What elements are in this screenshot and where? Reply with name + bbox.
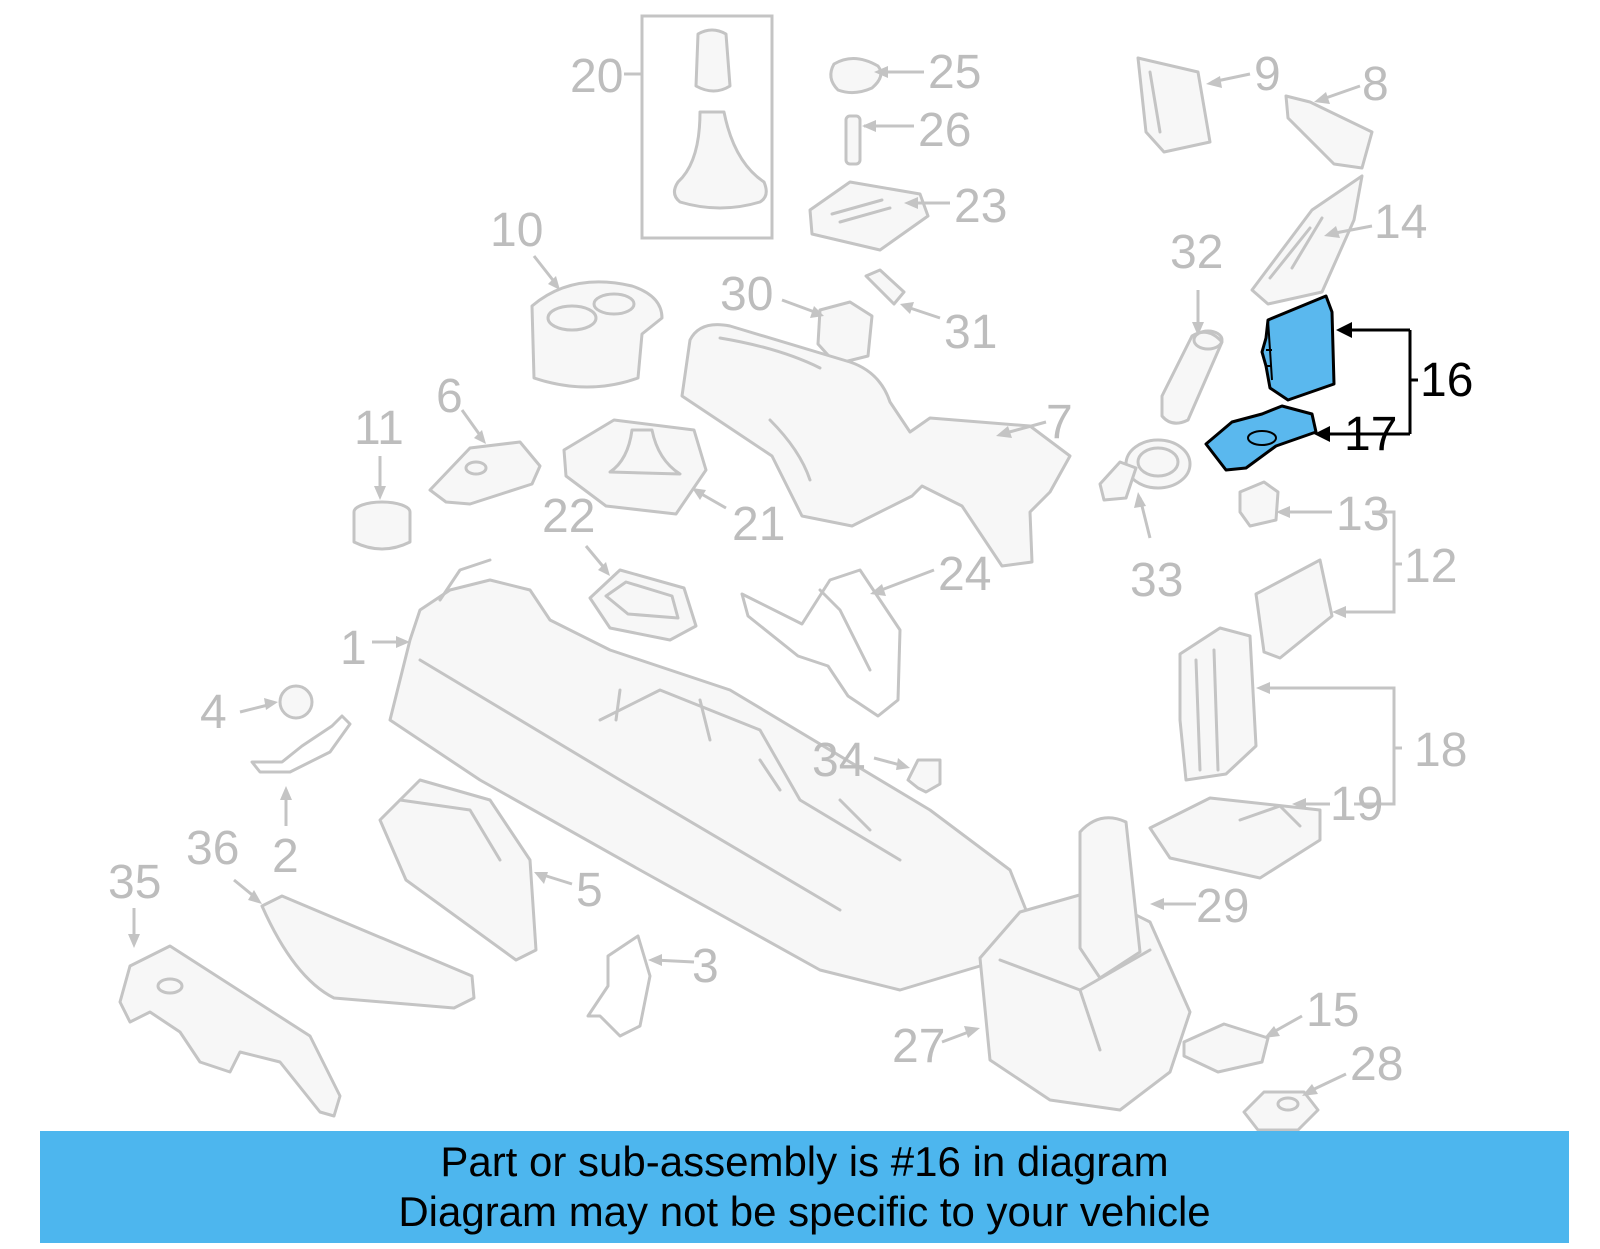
part-4-cap bbox=[239, 684, 314, 720]
part-5-side-cover bbox=[378, 778, 573, 962]
part-15-pad bbox=[1182, 1014, 1303, 1074]
callout-32: 32 bbox=[1170, 226, 1223, 279]
callout-33: 33 bbox=[1130, 554, 1183, 607]
part-19-tray bbox=[1148, 796, 1330, 880]
callout-2: 2 bbox=[272, 830, 299, 883]
part-3-bracket bbox=[586, 934, 695, 1038]
part-2-bracket bbox=[250, 714, 352, 826]
part-12-panel bbox=[1254, 510, 1402, 660]
part-14-side-panel bbox=[1250, 174, 1373, 306]
part-8-trim bbox=[1284, 84, 1374, 170]
part-6-bracket bbox=[428, 409, 542, 506]
callout-11: 11 bbox=[354, 402, 404, 455]
callout-25: 25 bbox=[928, 46, 981, 99]
callout-5: 5 bbox=[576, 864, 603, 917]
callout-29: 29 bbox=[1196, 880, 1249, 933]
callout-1: 1 bbox=[340, 622, 367, 675]
callout-7: 7 bbox=[1046, 396, 1073, 449]
callout-22: 22 bbox=[542, 490, 595, 543]
callout-23: 23 bbox=[954, 180, 1007, 233]
callout-6: 6 bbox=[436, 370, 463, 423]
part-22-frame bbox=[584, 545, 698, 642]
callout-9: 9 bbox=[1254, 48, 1281, 101]
callout-20: 20 bbox=[570, 50, 623, 103]
part-32-socket bbox=[1160, 290, 1224, 425]
callout-14: 14 bbox=[1374, 196, 1427, 249]
part-36-trim-strip bbox=[233, 878, 476, 1010]
callout-10: 10 bbox=[490, 204, 543, 257]
callout-8: 8 bbox=[1362, 58, 1389, 111]
part-30-switch bbox=[781, 298, 874, 366]
part-1-console-base bbox=[372, 558, 1032, 992]
callout-12: 12 bbox=[1404, 540, 1457, 593]
part-10-cupholder bbox=[530, 255, 664, 389]
part-33-ring bbox=[1098, 438, 1192, 539]
info-banner: Part or sub-assembly is #16 in diagram D… bbox=[40, 1131, 1569, 1243]
callout-28: 28 bbox=[1350, 1038, 1403, 1091]
part-21-boot-frame bbox=[562, 418, 727, 516]
banner-line-2: Diagram may not be specific to your vehi… bbox=[398, 1188, 1211, 1235]
callout-26: 26 bbox=[918, 104, 971, 157]
part-16-storage-bin bbox=[1260, 294, 1410, 402]
callout-35: 35 bbox=[108, 856, 161, 909]
callout-34: 34 bbox=[812, 734, 865, 787]
part-25-shift-knob bbox=[829, 57, 924, 95]
bracket-16-17 bbox=[1380, 330, 1418, 436]
callout-15: 15 bbox=[1306, 984, 1359, 1037]
part-26-shift-rod bbox=[844, 114, 914, 166]
part-28-clip bbox=[1242, 1072, 1347, 1132]
part-20-shift-boot bbox=[624, 14, 774, 240]
part-29-lid bbox=[1078, 816, 1196, 980]
callout-4: 4 bbox=[200, 686, 227, 739]
callout-31: 31 bbox=[944, 306, 997, 359]
part-31-clip bbox=[864, 268, 941, 320]
part-13-clip bbox=[1238, 480, 1332, 528]
callout-24: 24 bbox=[938, 548, 991, 601]
part-24-brace bbox=[740, 568, 935, 718]
callout-27: 27 bbox=[892, 1020, 945, 1073]
banner-line-1: Part or sub-assembly is #16 in diagram bbox=[440, 1138, 1169, 1185]
part-9-cover bbox=[1136, 56, 1251, 154]
callout-17: 17 bbox=[1344, 408, 1397, 461]
callout-30: 30 bbox=[720, 268, 773, 321]
part-7-console-upper bbox=[680, 323, 1072, 568]
callout-19: 19 bbox=[1330, 778, 1383, 831]
part-35-rail bbox=[118, 908, 342, 1118]
callout-36: 36 bbox=[186, 822, 239, 875]
callout-13: 13 bbox=[1336, 488, 1389, 541]
part-17-bin-liner bbox=[1204, 404, 1380, 472]
callout-18: 18 bbox=[1414, 724, 1467, 777]
part-18-armrest-panel bbox=[1178, 626, 1402, 806]
callout-3: 3 bbox=[692, 940, 719, 993]
part-11-bushing bbox=[352, 456, 412, 551]
callout-16: 16 bbox=[1420, 354, 1473, 407]
part-34-plug bbox=[873, 756, 942, 794]
callout-21: 21 bbox=[732, 498, 785, 551]
part-23-shift-indicator bbox=[808, 180, 950, 252]
